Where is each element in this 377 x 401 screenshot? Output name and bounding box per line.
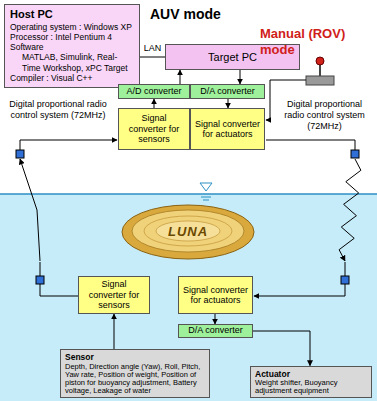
water — [0, 194, 377, 401]
node-title: Signal converter for sensors — [82, 279, 146, 310]
node-title: D/A converter — [200, 87, 255, 97]
radio-label: Digital proportional radio control syste… — [276, 99, 373, 131]
node-text: Depth, Direction angle (Yaw), Roll, Pitc… — [65, 363, 205, 395]
node-title: Target PC — [208, 51, 257, 63]
signal-converter-box: Signal converter for actuators — [178, 276, 253, 314]
node-text: MATLAB, Simulink, Real-Time Workshop, xP… — [10, 52, 134, 72]
node-text: Compiler : Visual C++ — [10, 73, 93, 83]
connector — [215, 314, 216, 324]
antenna — [16, 140, 359, 284]
node-text: Software — [10, 42, 44, 52]
node-title: Actuator — [255, 369, 290, 379]
radio-line — [266, 140, 355, 141]
connector — [140, 57, 165, 58]
node-title: Signal converter for sensors — [122, 113, 186, 144]
connector-label: LAN — [143, 44, 163, 54]
signal-converter-box: Signal converter for sensors — [78, 276, 150, 314]
connector — [114, 314, 115, 349]
converter-box: D/A converter — [178, 324, 253, 338]
node-title: Signal converter for actuators — [182, 285, 249, 306]
node-title: D/A converter — [188, 326, 243, 336]
converter-box: A/D converter — [118, 84, 190, 99]
radio-link — [20, 159, 40, 261]
joystick — [306, 57, 334, 85]
host-pc-box: Host PCOperating system : Windows XPProc… — [4, 4, 140, 88]
connector — [228, 99, 229, 108]
converter-box: D/A converter — [190, 84, 265, 99]
signal-converter-box: Signal converter for sensors — [118, 108, 190, 150]
actuator-box: ActuatorWeight shifter, Buoyancy adjustm… — [250, 366, 372, 398]
node-text: Weight shifter, Buoyancy adjustment equi… — [255, 379, 367, 395]
connector — [253, 331, 310, 366]
node-text: Processor : Intel Pentium 4 — [10, 32, 112, 42]
surface-symbol — [200, 183, 212, 200]
connector — [180, 70, 181, 84]
mode-title: Manual (ROV) mode — [260, 26, 374, 57]
radio-label: Digital proportional radio control syste… — [4, 99, 112, 121]
sensor-box: SensorDepth, Direction angle (Yaw), Roll… — [60, 349, 210, 398]
mode-title: AUV mode — [150, 6, 260, 22]
radio-link — [339, 159, 361, 261]
node-title: Host PC — [10, 8, 53, 22]
node-title: A/D converter — [126, 87, 181, 97]
node-title: Sensor — [65, 352, 94, 362]
connector — [154, 99, 155, 108]
radio-line — [254, 284, 345, 296]
vehicle-name: LUNA — [150, 224, 226, 239]
radio-line — [40, 284, 78, 296]
node-title: Signal converter for actuators — [194, 119, 261, 140]
connector — [240, 70, 241, 84]
signal-converter-box: Signal converter for actuators — [190, 108, 265, 150]
radio-line — [20, 140, 117, 141]
vehicle-luna — [122, 205, 254, 259]
water-surface — [0, 193, 377, 195]
node-text: Operating system : Windows XP — [10, 22, 132, 32]
